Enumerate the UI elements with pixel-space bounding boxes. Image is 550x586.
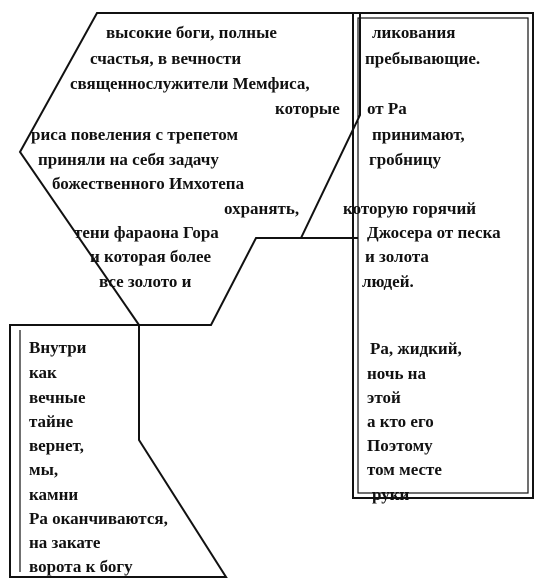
hexagon-line: охранять, — [224, 199, 300, 218]
right-column-line: Джосера от песка — [367, 223, 501, 242]
hexagon-line: высокие боги, полные — [106, 23, 277, 42]
lower-left-line: тайне — [29, 412, 74, 431]
right-column-line: гробницу — [369, 150, 442, 169]
lower-left-line: камни — [29, 485, 79, 504]
right-column-line: Поэтому — [367, 436, 433, 455]
lower-left-line: вечные — [29, 388, 86, 407]
right-column-outer-border — [352, 12, 534, 499]
hexagon-line: тени фараона Гора — [74, 223, 219, 242]
hexagon-line: счастья, в вечности — [90, 49, 242, 68]
lower-left-line: вернет, — [29, 436, 84, 455]
lower-left-line: как — [29, 363, 57, 382]
right-column-line: ликования — [372, 23, 456, 42]
lower-left-line: Ра оканчиваются, — [29, 509, 168, 528]
right-column-line: пребывающие. — [365, 49, 481, 68]
right-column-line: том месте — [367, 460, 442, 479]
right-column-line: ночь на — [367, 364, 426, 383]
right-column-line: и золота — [365, 247, 429, 266]
right-column-line: а кто его — [367, 412, 434, 431]
right-column-line: людей. — [362, 272, 414, 291]
right-column-line: Ра, жидкий, — [370, 339, 462, 358]
lower-left-outline — [9, 324, 228, 578]
lower-left-line: Внутри — [29, 338, 87, 357]
hexagon-line: божественного Имхотепа — [52, 174, 245, 193]
right-column-line: руки — [372, 485, 410, 504]
right-column-line: от Ра — [367, 99, 407, 118]
lower-left-line: мы, — [29, 460, 59, 479]
lower-left-line: ворота к богу — [29, 557, 133, 576]
hexagon-line: риса повеления с трепетом — [31, 125, 239, 144]
hexagon-line: все золото и — [99, 272, 192, 291]
right-column-line: этой — [367, 388, 401, 407]
hexagon-line: священнослужители Мемфиса, — [70, 74, 310, 93]
right-column-line: принимают, — [372, 125, 465, 144]
hexagon-line: и которая более — [90, 247, 212, 266]
right-column-line: которую горячий — [343, 199, 477, 218]
right-column-inner-border — [357, 17, 529, 494]
hexagon-line: приняли на себя задачу — [38, 150, 219, 169]
hexagon-line: которые — [275, 99, 340, 118]
lower-left-line: на закате — [29, 533, 101, 552]
